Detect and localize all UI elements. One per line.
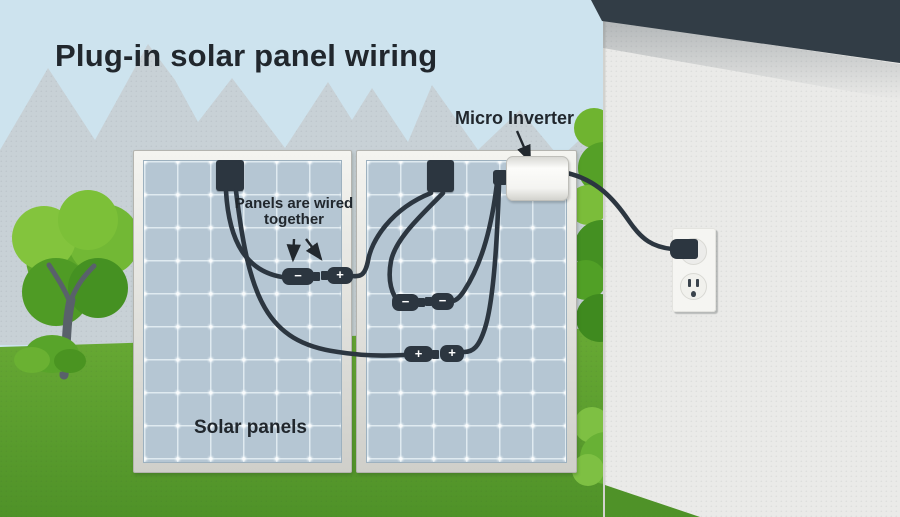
connector-panel2-negative-left: − [392, 294, 425, 311]
wall-edge [603, 0, 606, 517]
roof-shadow [603, 20, 900, 100]
roof [591, 0, 900, 63]
solar-panel-left [133, 150, 352, 473]
outlet-ground-hole [691, 291, 696, 297]
power-plug [670, 239, 698, 259]
outlet-slot-right [696, 279, 699, 287]
connector-panel1-negative: − [282, 268, 320, 285]
micro-inverter-label: Micro Inverter [455, 108, 575, 128]
wire-jbox2-to-pos1 [349, 190, 434, 279]
arrow-wired-right [305, 238, 323, 261]
junction-box-right [427, 160, 454, 192]
wire-jbox2-to-neg-pair [387, 190, 446, 300]
grass-foreground-corner [605, 485, 700, 517]
connector-panel1-positive: + [321, 267, 353, 284]
junction-box-left [216, 160, 244, 191]
tree-branch-right [68, 263, 97, 303]
solar-panels-label: Solar panels [194, 417, 307, 438]
outlet-receptacle-bottom [680, 273, 707, 300]
panels-wired-label: Panels are wired together [234, 195, 354, 228]
connector-panel2-negative-right: − [425, 293, 454, 310]
left-tree [12, 190, 140, 380]
outlet-slot-left [688, 279, 691, 287]
wire-jbox1-to-neg1 [223, 188, 285, 280]
wire-inverter-to-pos-pair [461, 181, 502, 355]
micro-inverter-box [506, 156, 569, 201]
connector-panel2-positive-left: + [404, 346, 439, 362]
arrow-wired-left [286, 238, 301, 263]
wire-jbox1-to-pos-pair [233, 188, 407, 358]
connector-panel2-positive-right: + [440, 345, 464, 362]
solar-panel-right [356, 150, 577, 473]
wire-inverter-to-neg-pair [450, 180, 500, 304]
wire-inverter-to-outlet [564, 170, 675, 252]
tree-branch-left [46, 262, 73, 305]
page-title: Plug-in solar panel wiring [55, 38, 438, 73]
panel-cells [143, 160, 342, 463]
